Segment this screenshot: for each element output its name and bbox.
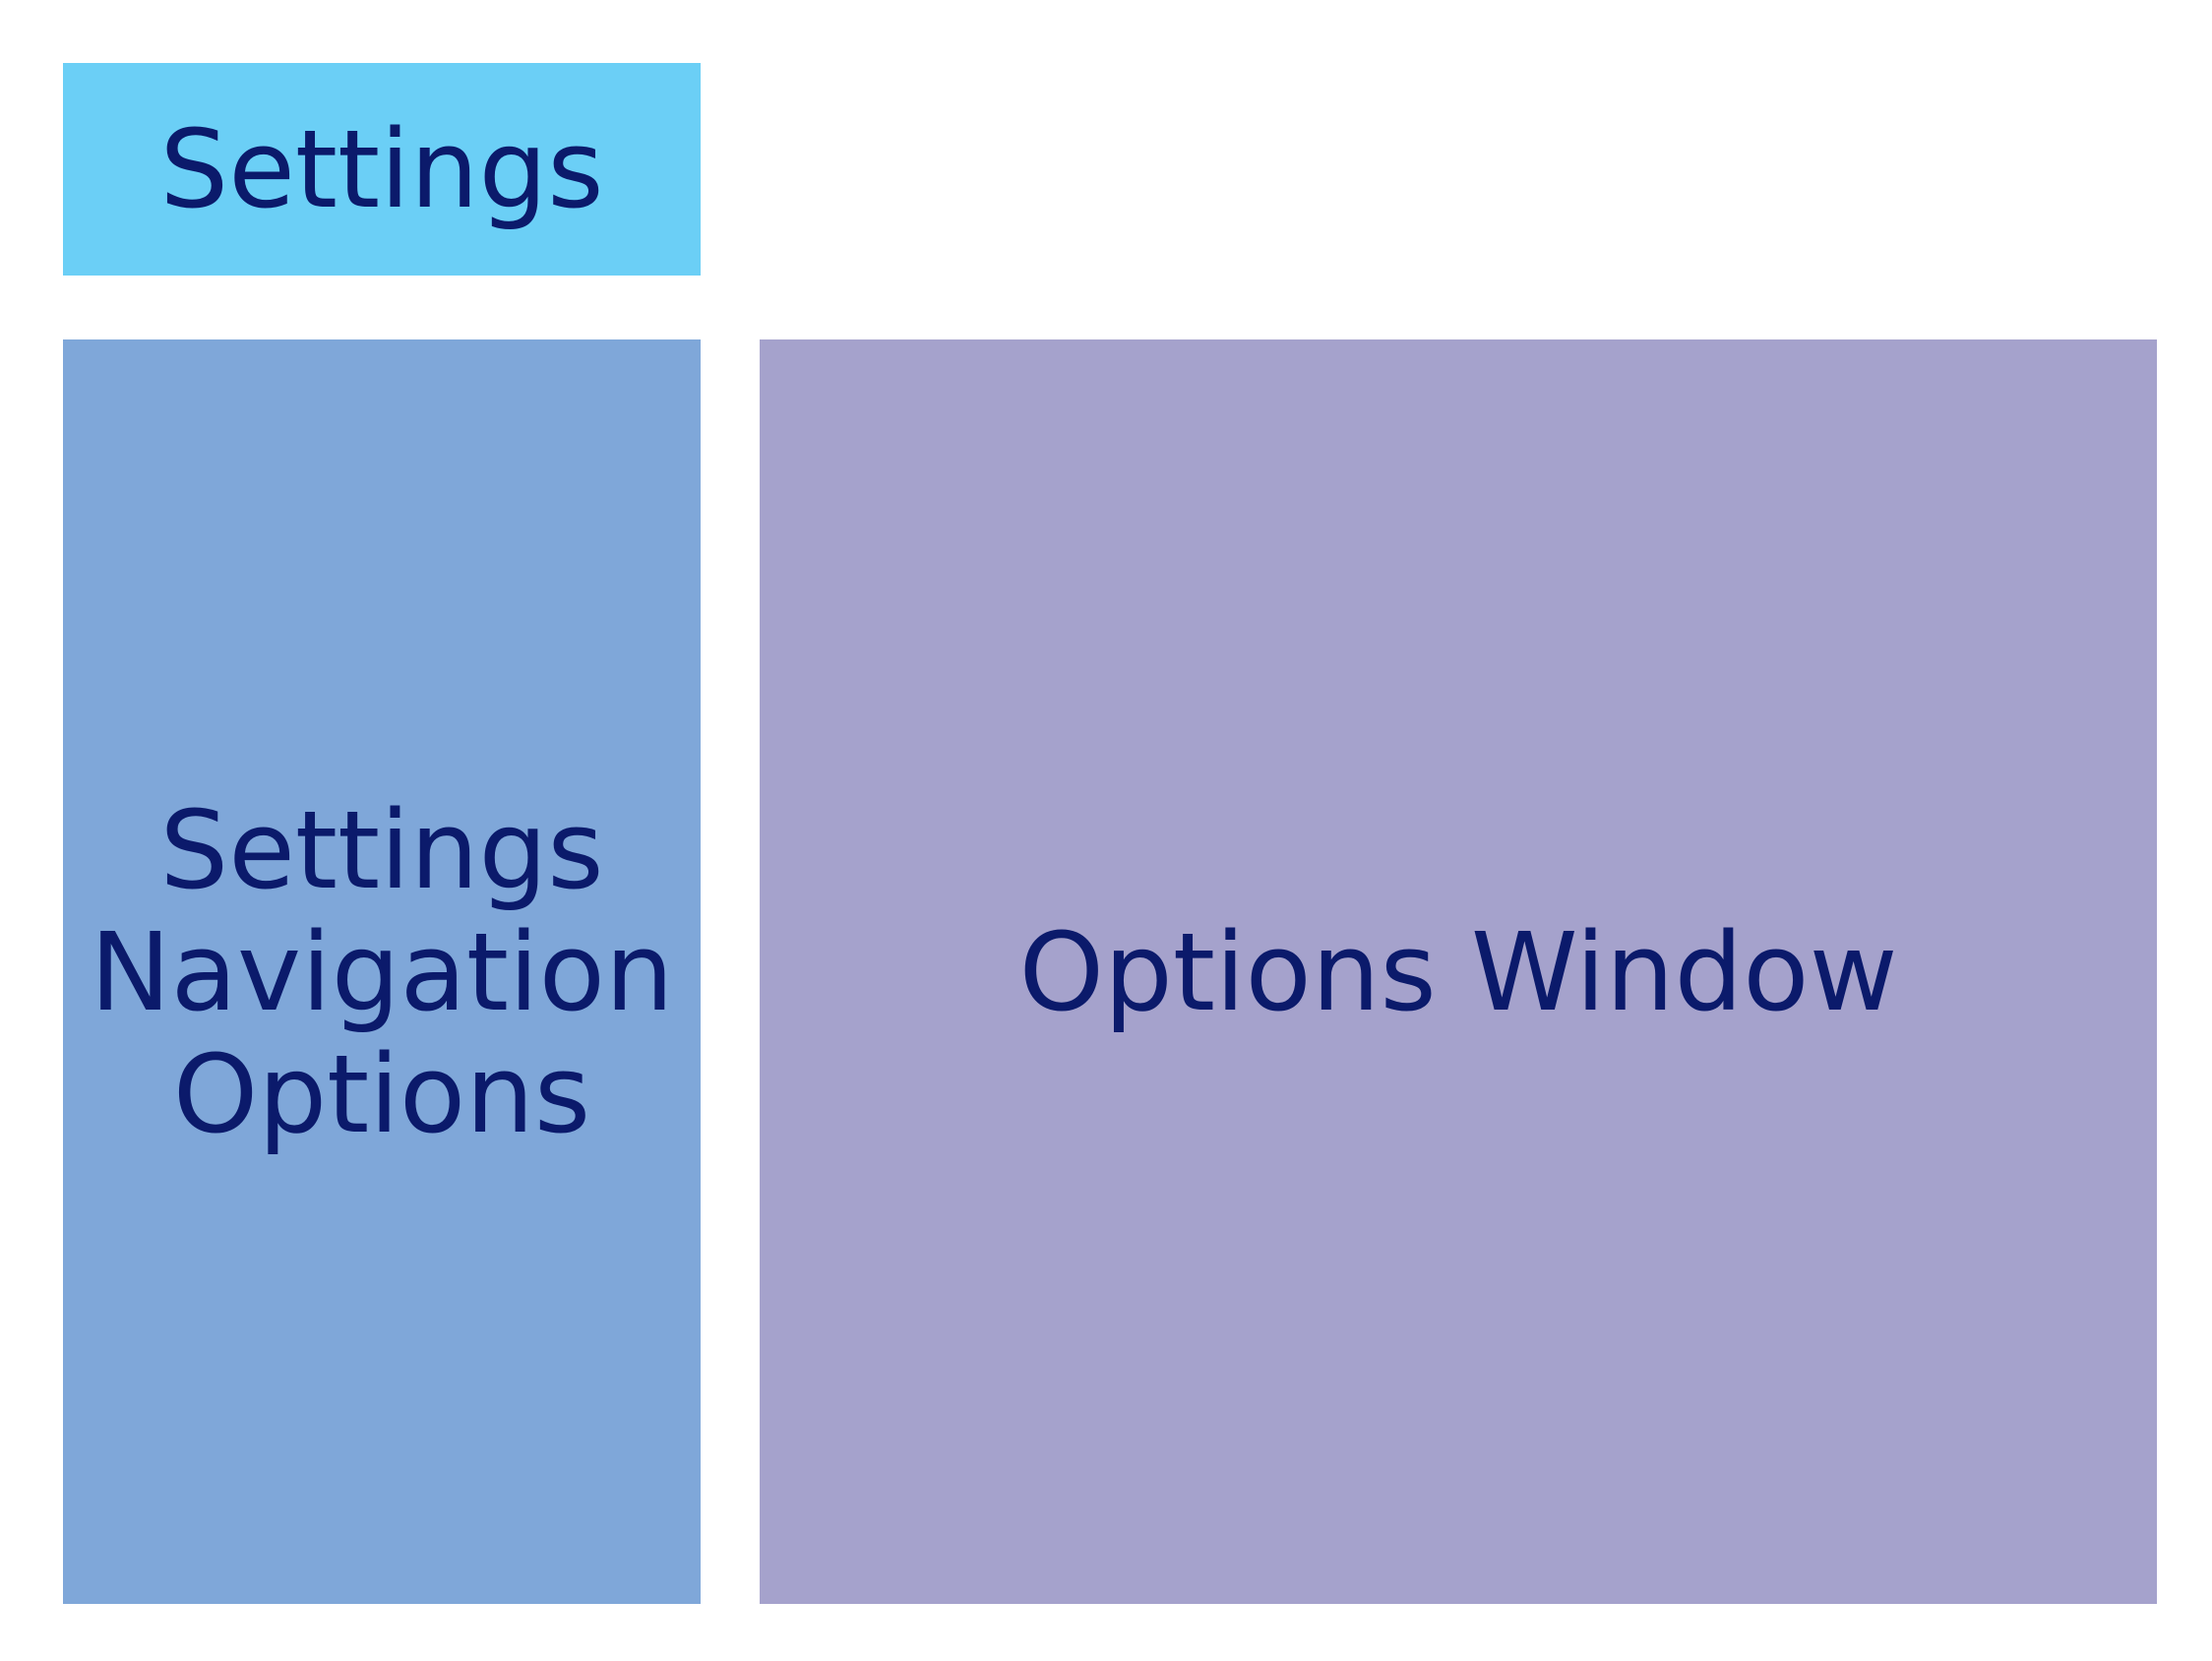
settings-header-block: Settings [63,63,701,276]
options-window-label: Options Window [1018,908,1898,1035]
settings-header-label: Settings [159,106,604,232]
settings-navigation-label: Settings Navigation Options [90,786,674,1157]
options-window-panel: Options Window [760,339,2157,1604]
settings-navigation-panel: Settings Navigation Options [63,339,701,1604]
